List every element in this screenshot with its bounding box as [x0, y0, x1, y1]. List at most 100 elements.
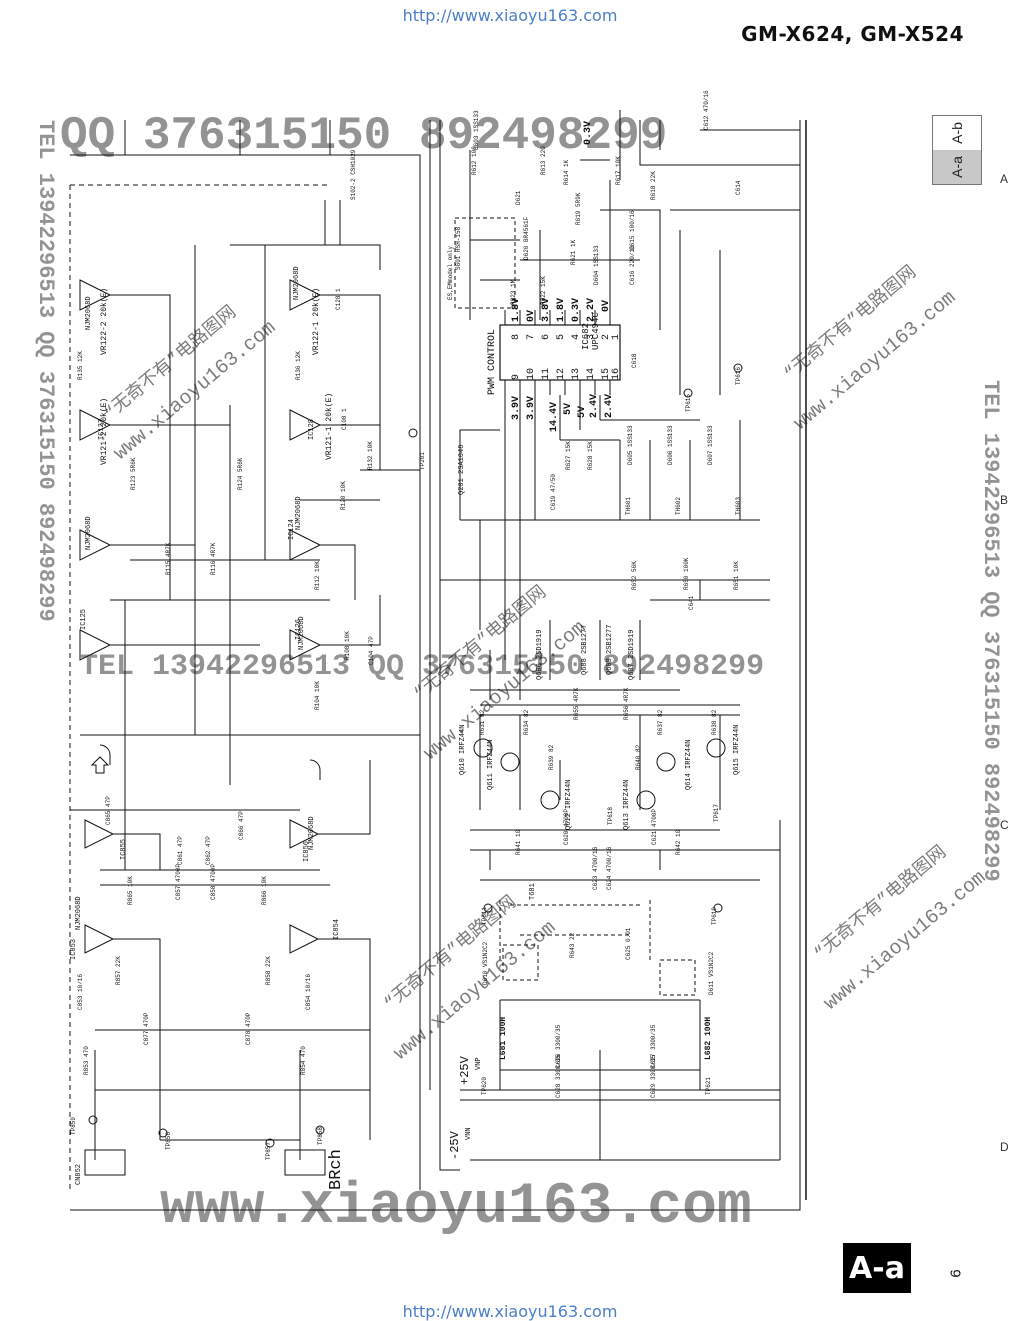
pin-12: 12: [556, 368, 567, 380]
volt-pin8: 1.8V: [511, 298, 522, 322]
ic-label-ic126: IC126: [295, 619, 303, 640]
grid-marker-c: C: [1000, 818, 1009, 832]
volt-pin5: 1.8V: [556, 298, 567, 322]
cap-c854: C854 10/16: [305, 974, 312, 1010]
resistor-r631: R631 82: [479, 709, 486, 735]
tab-a-b: A-b: [933, 116, 981, 150]
tp-617: TP617: [713, 804, 720, 822]
pin-11: 11: [541, 368, 552, 380]
transformer-t681: T681: [529, 883, 537, 900]
opamp-part-2: NJM2068D: [293, 266, 301, 300]
pin-13: 13: [571, 368, 582, 380]
mosfet-q611: Q611 IRFZ44N: [487, 740, 495, 790]
transistor-q687: Q687 2SD1919: [628, 630, 636, 680]
pin-9: 9: [511, 374, 522, 380]
pin-14: 14: [586, 368, 597, 380]
resistor-r858: R858 22K: [265, 956, 272, 985]
diode-d620: D620 BR4561F: [523, 216, 530, 260]
tp-201: TP201: [419, 452, 426, 470]
cap-c625: C625 0.01: [625, 927, 632, 960]
diode-d611: D611 VS1N2C2: [708, 951, 715, 995]
volt-pin3: 2.2V: [586, 298, 597, 322]
pin-1: 1: [611, 334, 622, 340]
resistor-r132: R132 10K: [367, 441, 374, 470]
vr-122-2: VR122-2 20k(E): [100, 288, 109, 355]
resistor-r627: R627 15K: [565, 441, 572, 470]
section-badge: A-a: [843, 1243, 911, 1293]
cap-c628: C628 3300/35: [555, 1054, 562, 1098]
resistor-r619: R619 5R9K: [575, 192, 582, 225]
resistor-r641: R641 10: [515, 829, 522, 855]
resistor-r853: R853 470: [83, 1046, 90, 1075]
pin-7: 7: [526, 334, 537, 340]
pin-2: 2: [601, 334, 612, 340]
transistor-q686: Q686 2SD1919: [536, 630, 544, 680]
resistor-r638: R638 82: [711, 709, 718, 735]
tp-611: TP611: [481, 907, 488, 925]
es-model-note: ES,EMmodel only: [447, 246, 454, 300]
resistor-r612: R612 100: [471, 146, 478, 175]
cap-c104: C104 47P: [368, 636, 375, 665]
opamp-part-4: NJM2068D: [85, 516, 93, 550]
supply-pos-label: +25V: [458, 1055, 472, 1085]
diode-d606: D606 1SS133: [667, 425, 674, 465]
pwm-block-title: PWM CONTROL: [487, 329, 498, 395]
cap-c627: C627 3300/35: [650, 1024, 657, 1068]
ic-label-ic856: IC856: [303, 841, 311, 862]
cap-c612: C612 470/16: [703, 90, 710, 130]
header-url[interactable]: http://www.xiaoyu163.com: [402, 6, 618, 25]
tp-858: TP858: [317, 1127, 324, 1145]
cap-c857: C857 4700P: [175, 864, 182, 900]
cap-c619: C619 47/50: [550, 474, 557, 510]
pin-5: 5: [556, 334, 567, 340]
watermark-qq-mid: TEL 13942296513 QQ 376315150 892498299: [80, 650, 764, 684]
tp-616: TP616: [735, 367, 742, 385]
thermistor-th601: TH601: [625, 497, 632, 515]
volt-pin12: 5V: [563, 403, 574, 415]
resistor-r643: R643 22: [569, 932, 576, 958]
section-tab: A-b A-a: [932, 115, 982, 185]
ic-label-ic127: IC127: [98, 419, 106, 440]
pin-3: 3: [586, 334, 597, 340]
resistor-r617: R617 10K: [615, 156, 622, 185]
pin-16: 16: [611, 368, 622, 380]
volt-pin7: 0V: [526, 310, 537, 322]
diode-d605: D605 1SS133: [627, 425, 634, 465]
diode-d610: D610 VS1N2C2: [482, 941, 489, 985]
watermark-tel-side: TEL 13942296513 QQ 376315150 892498299: [978, 380, 1003, 882]
cap-c620: C620 4700P: [563, 809, 570, 845]
mosfet-q610: Q610 IRFZ44N: [459, 725, 467, 775]
transistor-q688: Q688 2SB1277: [581, 625, 589, 675]
vnp-label: VNP: [475, 1057, 483, 1070]
cap-c616: C616 220/16: [629, 245, 636, 285]
resistor-r857: R857 22K: [115, 956, 122, 985]
ic-main-label: IC682: [581, 323, 591, 350]
opamp-part-5: NJM2068D: [298, 616, 306, 650]
resistor-r112: R112 10K: [314, 561, 321, 590]
grid-marker-a: A: [1000, 172, 1009, 186]
resistor-r116: R116 4R7K: [210, 542, 217, 575]
resistor-r640: R640 82: [635, 744, 642, 770]
resistor-r865: R865 10K: [127, 876, 134, 905]
footer-url[interactable]: http://www.xiaoyu163.com: [402, 1302, 618, 1321]
cap-c878: C878 470P: [245, 1012, 252, 1045]
volt-pin9: 3.9V: [511, 396, 522, 420]
resistor-r866: R866 10K: [261, 876, 268, 905]
mosfet-q612: Q612 IRFZ44N: [565, 780, 573, 830]
grid-marker-b: B: [1000, 493, 1009, 507]
volt-misc: 0.3V: [583, 121, 594, 145]
cap-c861: C861 47P: [177, 836, 184, 865]
cap-c626: C626 3300/35: [555, 1024, 562, 1068]
page-number: 6: [945, 1262, 967, 1284]
vr-121-2: VR121-2 20k(E): [100, 398, 109, 465]
resistor-r621: R621 1K: [570, 239, 577, 265]
watermark-domain: www.xiaoyu163.com: [160, 1175, 752, 1240]
ic-label-ic853: IC853: [70, 939, 78, 960]
vr-122-1: VR122-1 20k(E): [312, 288, 321, 355]
mosfet-q614: Q614 IRFZ44N: [685, 740, 693, 790]
ic-label-ic125: IC125: [80, 609, 88, 630]
tp-620: TP620: [481, 1077, 488, 1095]
resistor-r123: R123 5R6K: [130, 457, 137, 490]
resistor-r639: R639 82: [548, 744, 555, 770]
